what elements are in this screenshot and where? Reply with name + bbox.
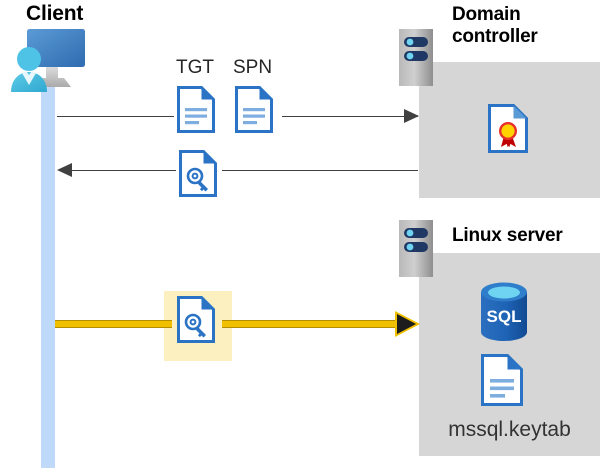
request-flow-line-left (57, 116, 174, 117)
response-flow-line-right (222, 170, 418, 171)
key-document-icon (179, 150, 217, 197)
document-icon (235, 86, 273, 133)
tgt-label: TGT (176, 57, 214, 78)
spn-label: SPN (233, 57, 273, 78)
server-rack-icon (399, 220, 433, 277)
request-arrowhead-icon (404, 109, 419, 123)
user-workstation-icon (8, 26, 94, 96)
key-document-icon (177, 296, 215, 343)
service-ticket-flow-line-left (55, 320, 172, 328)
request-flow-line-right (282, 116, 418, 117)
service-ticket-flow-line-right (222, 320, 400, 328)
linux-server-title: Linux server (452, 225, 563, 246)
client-title: Client (26, 2, 84, 25)
response-flow-line-left (72, 170, 176, 171)
client-lifeline (41, 82, 55, 468)
service-ticket-arrowhead-inner-icon (397, 314, 416, 334)
keytab-document-icon (481, 354, 523, 406)
response-arrowhead-icon (57, 163, 72, 177)
sql-database-icon: SQL (478, 281, 530, 343)
sql-database-label: SQL (487, 307, 522, 326)
certificate-document-icon (488, 104, 528, 153)
server-rack-icon (399, 29, 433, 86)
domain-controller-title: Domain controller (452, 4, 538, 48)
keytab-filename-label: mssql.keytab (448, 418, 571, 441)
document-icon (177, 86, 215, 133)
